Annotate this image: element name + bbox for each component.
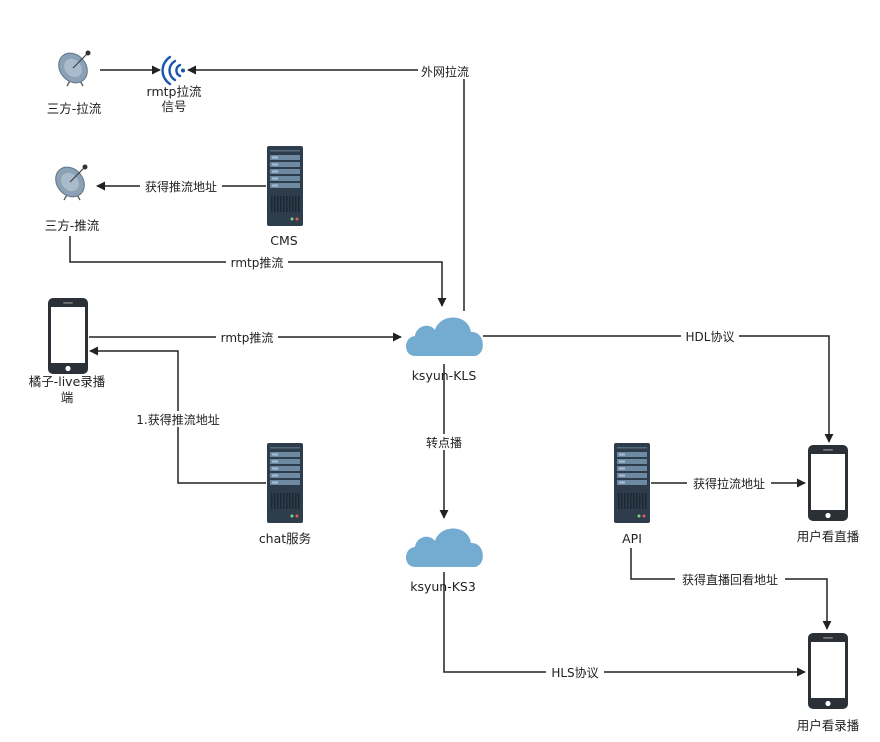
label-external-pull: 外网拉流 bbox=[418, 63, 472, 79]
third-pull-node: 三方-拉流 bbox=[40, 46, 108, 117]
rtmp-signal-node: rmtp拉流 信号 bbox=[147, 55, 202, 114]
svg-text:转点播: 转点播 bbox=[426, 435, 462, 450]
svg-text:获得推流地址: 获得推流地址 bbox=[145, 179, 217, 194]
label-third-rtmp-push: rmtp推流 bbox=[226, 254, 288, 270]
svg-text:获得拉流地址: 获得拉流地址 bbox=[693, 476, 765, 491]
svg-text:外网拉流: 外网拉流 bbox=[421, 64, 469, 79]
third-push-label: 三方-推流 bbox=[45, 218, 100, 233]
live-client-label-1: 橘子-live录播 bbox=[29, 374, 106, 389]
satellite-dish-icon bbox=[52, 46, 94, 90]
svg-text:获得直播回看地址: 获得直播回看地址 bbox=[682, 572, 778, 587]
edge-playback-addr bbox=[630, 548, 832, 630]
label-transcode: 转点播 bbox=[421, 434, 467, 450]
label-hls: HLS协议 bbox=[546, 664, 604, 680]
cms-node: CMS bbox=[267, 146, 303, 248]
label-playback-addr: 获得直播回看地址 bbox=[675, 571, 785, 587]
edge-external-pull bbox=[187, 65, 465, 311]
server-icon bbox=[267, 443, 303, 523]
user-live-label: 用户看直播 bbox=[797, 529, 860, 544]
label-cms-push-addr: 获得推流地址 bbox=[140, 178, 222, 194]
edge-third-rtmp-push bbox=[69, 236, 447, 307]
chat-label: chat服务 bbox=[259, 531, 311, 546]
svg-text:rmtp推流: rmtp推流 bbox=[221, 331, 274, 345]
label-client-rtmp-push: rmtp推流 bbox=[216, 329, 278, 345]
signal-icon bbox=[161, 55, 182, 86]
api-node: API bbox=[614, 443, 650, 546]
cloud-icon bbox=[406, 317, 483, 356]
third-pull-label: 三方-拉流 bbox=[47, 101, 102, 116]
kls-node: ksyun-KLS bbox=[406, 317, 483, 383]
server-icon bbox=[614, 443, 650, 523]
rtmp-signal-label-2: 信号 bbox=[161, 99, 186, 114]
cloud-icon bbox=[406, 528, 483, 567]
phone-icon bbox=[48, 298, 88, 374]
ks3-node: ksyun-KS3 bbox=[406, 528, 483, 594]
live-client-node: 橘子-live录播 端 bbox=[29, 298, 106, 405]
live-client-label-2: 端 bbox=[61, 390, 74, 405]
label-chat-push-addr: 1.获得推流地址 bbox=[130, 411, 226, 427]
svg-text:HDL协议: HDL协议 bbox=[686, 329, 735, 344]
edge-hdl bbox=[483, 335, 834, 443]
phone-icon bbox=[808, 445, 848, 521]
satellite-dish-icon bbox=[49, 160, 91, 204]
edge-hls bbox=[443, 572, 806, 677]
api-label: API bbox=[622, 531, 642, 546]
label-pull-addr: 获得拉流地址 bbox=[687, 475, 771, 491]
third-push-node: 三方-推流 bbox=[38, 160, 106, 234]
rtmp-signal-label-1: rmtp拉流 bbox=[147, 84, 202, 99]
svg-text:1.获得推流地址: 1.获得推流地址 bbox=[136, 412, 219, 427]
user-vod-label: 用户看录播 bbox=[797, 718, 860, 733]
label-hdl: HDL协议 bbox=[681, 328, 739, 344]
svg-text:HLS协议: HLS协议 bbox=[551, 665, 598, 680]
cms-label: CMS bbox=[270, 233, 298, 248]
chat-node: chat服务 bbox=[259, 443, 311, 546]
phone-icon bbox=[808, 633, 848, 709]
user-vod-node: 用户看录播 bbox=[797, 633, 860, 733]
user-live-node: 用户看直播 bbox=[797, 445, 860, 544]
svg-text:rmtp推流: rmtp推流 bbox=[231, 256, 284, 270]
server-icon bbox=[267, 146, 303, 226]
kls-label: ksyun-KLS bbox=[412, 368, 477, 383]
ks3-label: ksyun-KS3 bbox=[410, 579, 476, 594]
